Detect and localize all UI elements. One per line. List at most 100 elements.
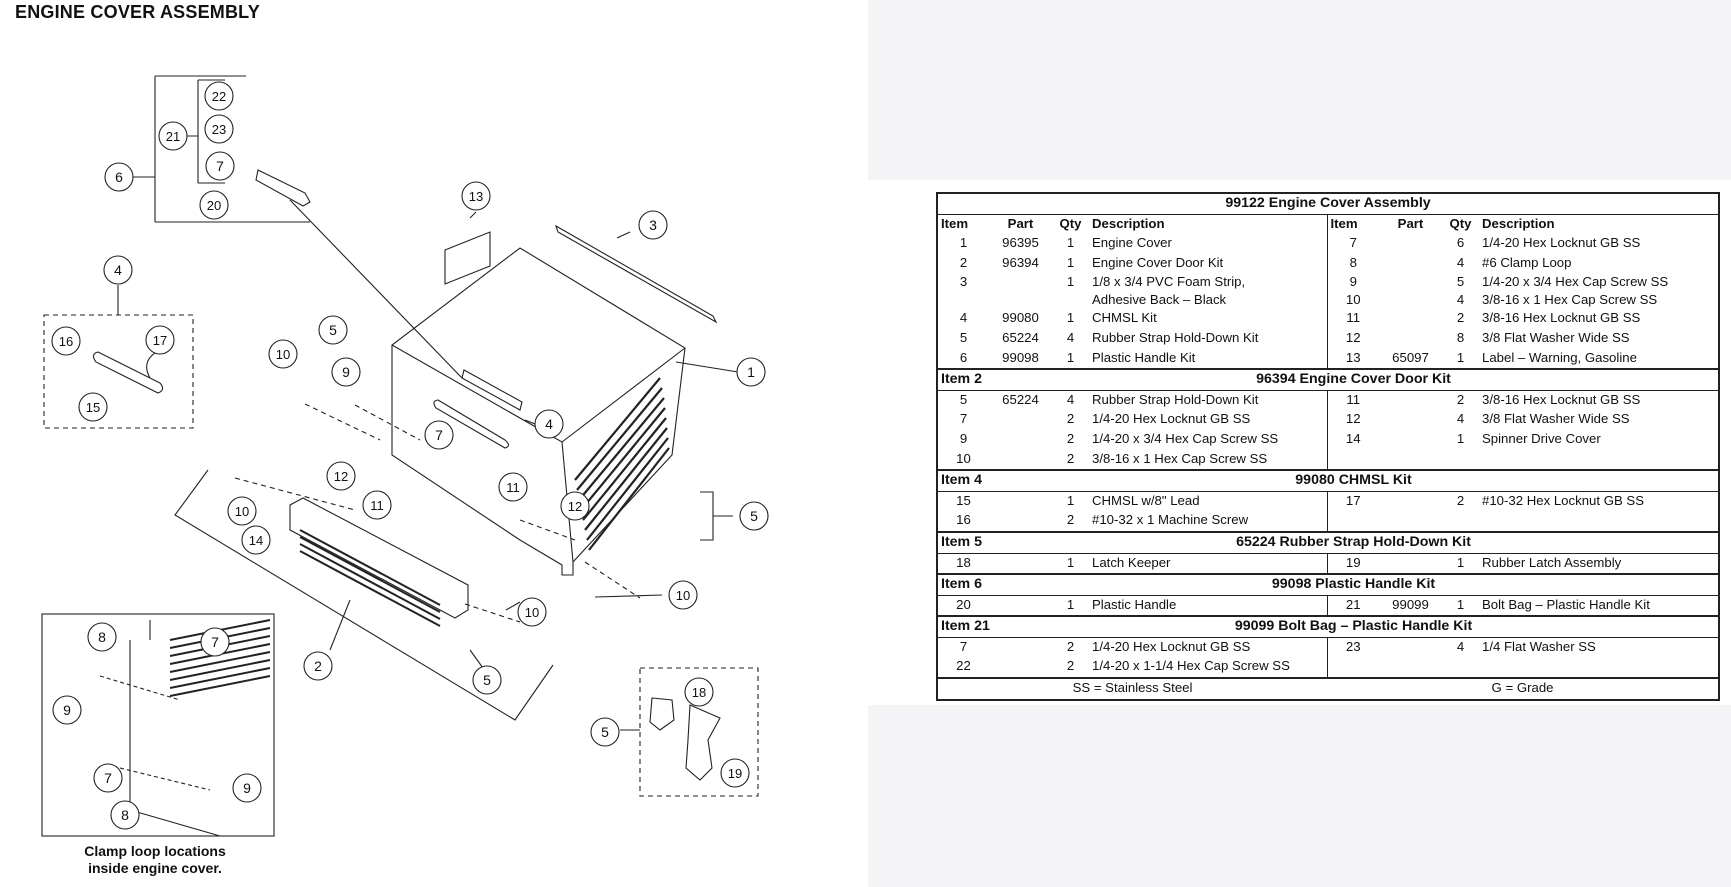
svg-text:13: 13	[469, 189, 483, 204]
cell-text: 20	[956, 596, 971, 612]
parts-table: 99122 Engine Cover Assembly Item Part Qt…	[936, 192, 1721, 701]
cell-text: 10	[956, 450, 971, 466]
cell-text: 1	[1066, 349, 1075, 365]
cell-r-item: 12	[1327, 410, 1379, 430]
cell-r-desc	[1479, 511, 1719, 532]
svg-text:22: 22	[212, 89, 226, 104]
cell-l-qty: 1	[1052, 349, 1089, 370]
callout-4b: 4	[534, 409, 564, 439]
cell-r-qty	[1442, 511, 1479, 532]
cell-l-desc: CHMSL Kit	[1089, 309, 1328, 329]
callout-10a: 10	[268, 339, 298, 369]
cell-text: 5	[959, 391, 968, 407]
cell-r-part	[1379, 390, 1442, 410]
cell-l-desc: #10-32 x 1 Machine Screw	[1089, 511, 1328, 532]
cell-text: 1	[1456, 349, 1465, 365]
cell-text: 9	[1349, 274, 1357, 290]
svg-text:20: 20	[207, 198, 221, 213]
cell-r-qty: 4	[1442, 254, 1479, 274]
cell-text: #6 Clamp Loop	[1482, 254, 1572, 270]
header-part: Part	[1007, 215, 1034, 231]
cell-l-qty: 2	[1052, 511, 1089, 532]
cell-text: 4	[1456, 411, 1465, 427]
callout-9b: 9	[52, 695, 82, 725]
callout-20: 20	[199, 190, 229, 220]
callout-12b: 12	[560, 491, 590, 521]
cell-l-part	[989, 595, 1052, 616]
hardware-lines	[234, 403, 641, 623]
chmsl-on-cover	[433, 399, 510, 449]
cell-l-item: 3	[937, 273, 989, 309]
section-title: 99099 Bolt Bag – Plastic Handle Kit	[989, 615, 1720, 638]
cell-text: 3/8-16 Hex Locknut GB SS	[1482, 391, 1641, 407]
svg-text:10: 10	[676, 588, 690, 603]
cell-text: 2	[1066, 512, 1075, 528]
clamp-inset-box	[41, 613, 275, 837]
door-panel	[289, 497, 469, 619]
cell-r-item	[1327, 657, 1379, 678]
cell-l-part: 99098	[989, 349, 1052, 370]
cell-r-item	[1327, 450, 1379, 471]
cell-r-desc: #10-32 Hex Locknut GB SS	[1479, 491, 1719, 511]
cell-r-desc: 3/8-16 Hex Locknut GB SS	[1479, 309, 1719, 329]
cell-text: 17	[1345, 492, 1361, 508]
cell-r-desc: 3/8 Flat Washer Wide SS	[1479, 410, 1719, 430]
callout-19: 19	[720, 758, 750, 788]
cell-text: 7	[1349, 235, 1357, 251]
svg-text:9: 9	[342, 364, 350, 380]
cell-r-item: 23	[1327, 637, 1379, 657]
cell-l-part: 99080	[989, 309, 1052, 329]
cell-l-qty: 2	[1052, 410, 1089, 430]
bracket-21	[180, 79, 225, 184]
cell-l-qty: 4	[1052, 390, 1089, 410]
cell-l-part	[989, 410, 1052, 430]
cell-l-desc: 3/8-16 x 1 Hex Cap Screw SS	[1089, 449, 1328, 471]
section-title: 99098 Plastic Handle Kit	[989, 573, 1720, 596]
foam-strip	[555, 224, 718, 324]
svg-text:5: 5	[329, 322, 337, 338]
cell-r-part: 65097	[1379, 349, 1442, 370]
cell-text: 21	[1345, 596, 1361, 612]
cell-text: 9	[959, 430, 968, 446]
cell-text: Plastic Handle Kit	[1092, 349, 1196, 365]
cell-text: Engine Cover	[1092, 235, 1172, 251]
cell-l-item: 16	[937, 511, 989, 532]
cell-r-desc: 1/4 Flat Washer SS	[1479, 637, 1719, 657]
floor-outline	[174, 469, 554, 721]
cell-r-item: 7	[1327, 234, 1379, 254]
svg-text:12: 12	[568, 499, 582, 514]
cell-text: 1	[959, 235, 968, 251]
svg-text:5: 5	[601, 724, 609, 740]
cell-l-part: 65224	[989, 390, 1052, 410]
header-qty: Qty	[1059, 215, 1082, 231]
cell-l-item: 9	[937, 430, 989, 450]
cell-text: 99080	[1002, 310, 1039, 326]
cell-text: Label – Warning, Gasoline	[1482, 349, 1637, 365]
cell-text: 1/4-20 Hex Locknut GB SS	[1092, 411, 1251, 427]
diagram-linework	[41, 75, 759, 837]
cell-r-desc: #6 Clamp Loop	[1479, 254, 1719, 274]
bracket-5-right	[700, 491, 733, 541]
section-title: 96394 Engine Cover Door Kit	[989, 368, 1720, 391]
cell-text-line-2: Adhesive Back – Black	[1092, 292, 1227, 308]
svg-text:8: 8	[121, 807, 129, 823]
callout-2: 2	[303, 651, 333, 681]
handle-part	[255, 169, 311, 207]
callout-5a: 5	[318, 315, 348, 345]
cell-l-desc: 1/8 x 3/4 PVC Foam Strip,Adhesive Back –…	[1089, 273, 1328, 310]
cell-r-qty: 2	[1442, 309, 1479, 329]
cell-text: 2	[1066, 411, 1075, 427]
cell-text: 4	[959, 310, 968, 326]
cell-r-desc: Bolt Bag – Plastic Handle Kit	[1479, 595, 1719, 616]
cell-l-part	[989, 637, 1052, 657]
cell-l-qty: 1	[1052, 254, 1089, 274]
cover-louvers	[574, 377, 670, 551]
svg-text:4: 4	[114, 262, 122, 278]
svg-text:14: 14	[249, 533, 263, 548]
cell-text: 11	[1346, 391, 1361, 407]
cell-text: 1/4-20 Hex Locknut GB SS	[1482, 235, 1641, 251]
